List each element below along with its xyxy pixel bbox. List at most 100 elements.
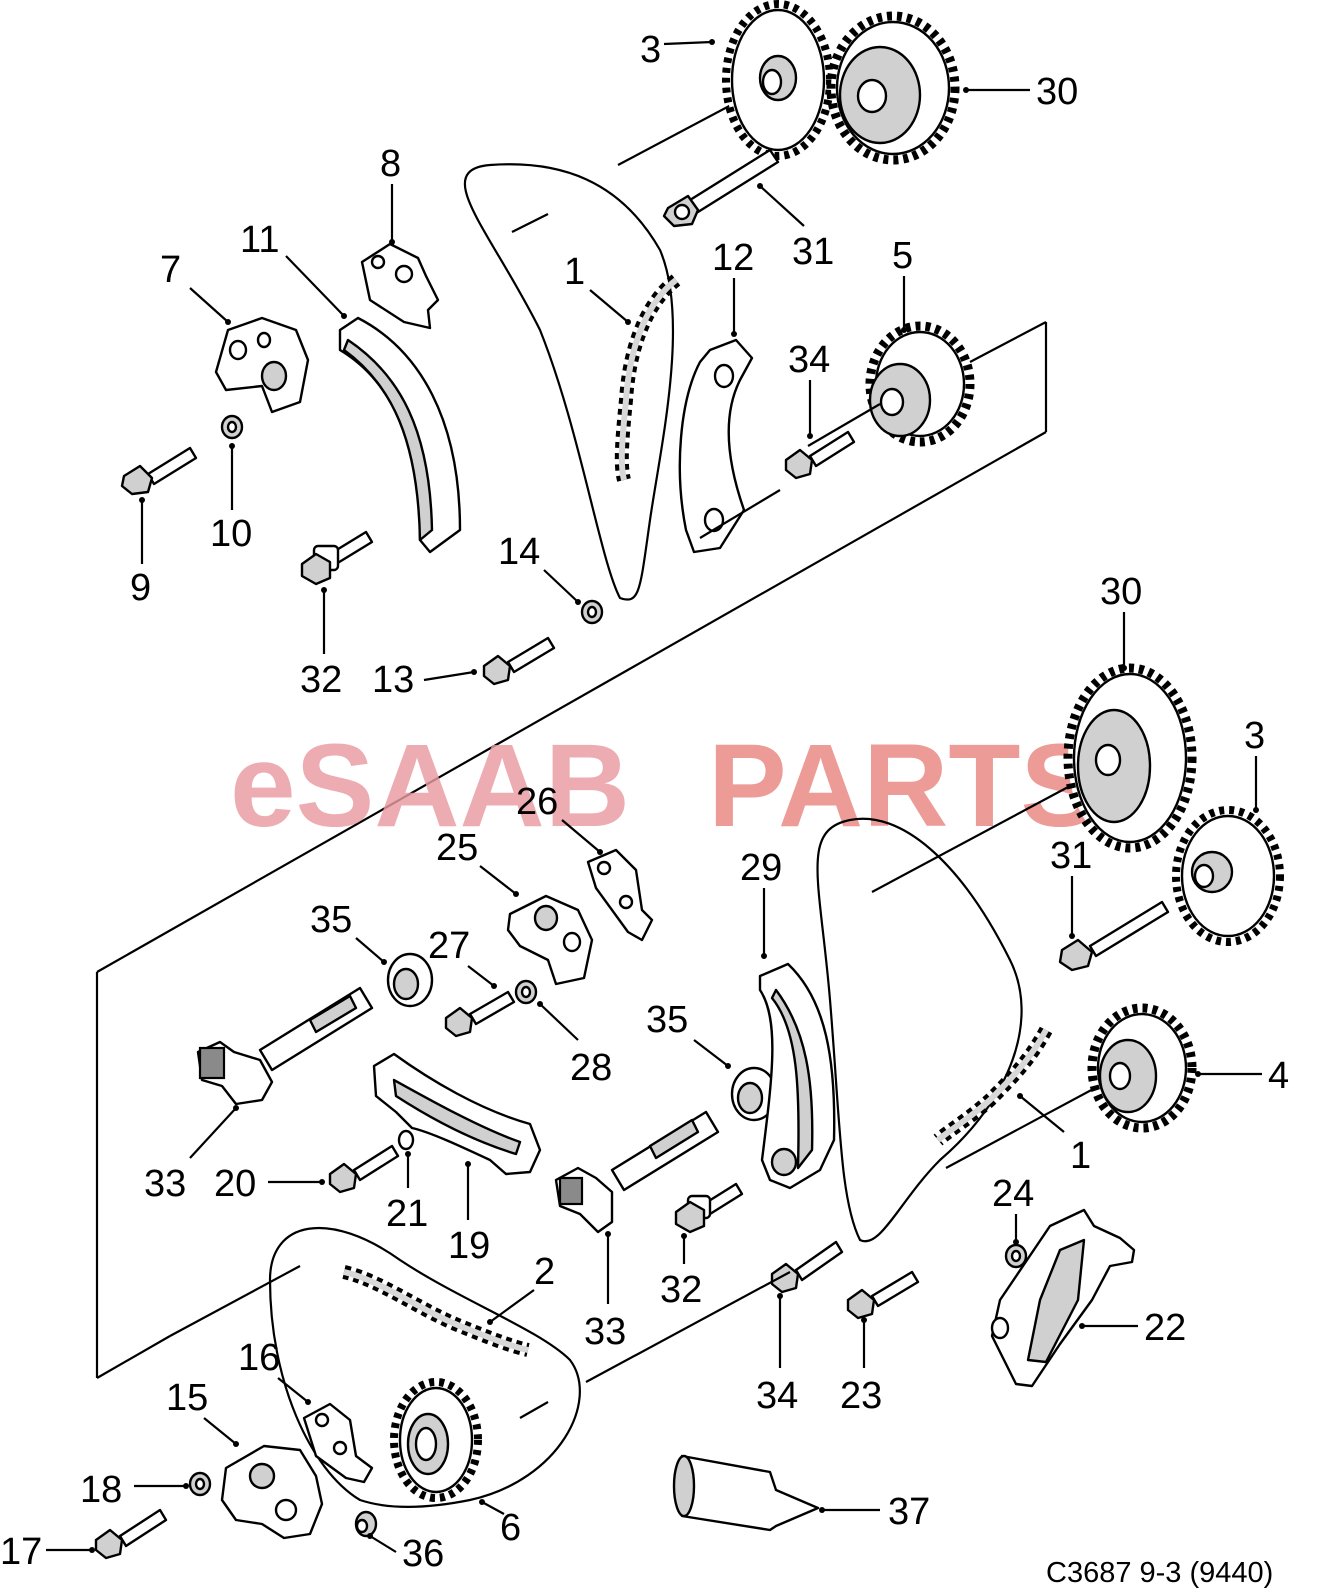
crankshaft-sprocket-6 — [390, 1378, 482, 1502]
intermediate-sprocket-5 — [865, 321, 975, 447]
washer-28 — [514, 979, 538, 1005]
solenoid-valve-33-left — [196, 986, 374, 1106]
callout-27: 27 — [428, 925, 470, 967]
callout-19: 19 — [448, 1225, 490, 1267]
bolt-32-lower — [674, 1182, 744, 1234]
tensioner-7 — [214, 316, 310, 414]
intermediate-sprocket-4 — [1087, 1003, 1197, 1133]
tensioner-25 — [506, 894, 594, 986]
guide-22 — [990, 1208, 1136, 1388]
guide-rail-19 — [372, 1052, 542, 1176]
callout-35-center: 35 — [646, 999, 688, 1041]
callout-23: 23 — [840, 1375, 882, 1417]
nut-24 — [1004, 1243, 1028, 1269]
callout-1-lower: 1 — [1070, 1135, 1091, 1177]
camshaft-sprocket-lower — [1172, 806, 1284, 946]
bolt-17 — [94, 1508, 168, 1560]
callout-26: 26 — [516, 781, 558, 823]
tensioner-15 — [220, 1444, 324, 1540]
callout-16: 16 — [238, 1337, 280, 1379]
lower-chain-route-right — [816, 817, 1023, 1243]
callout-31-upper: 31 — [792, 231, 834, 273]
solenoid-valve-33-center — [554, 1110, 720, 1234]
callout-4: 4 — [1268, 1055, 1289, 1097]
gasket-8 — [360, 242, 440, 330]
callout-7: 7 — [160, 249, 181, 291]
callout-9: 9 — [130, 567, 151, 609]
callout-25: 25 — [436, 827, 478, 869]
callout-28: 28 — [570, 1047, 612, 1089]
callouts-lower: 30 3 26 25 29 31 35 27 28 35 4 1 33 20 2… — [0, 571, 1289, 1575]
callout-36: 36 — [402, 1533, 444, 1575]
callout-13: 13 — [372, 659, 414, 701]
o-ring-21 — [397, 1129, 415, 1151]
callout-32-lower: 32 — [660, 1269, 702, 1311]
gasket-26 — [586, 848, 654, 942]
callout-17: 17 — [0, 1531, 42, 1573]
callout-33-left: 33 — [144, 1163, 186, 1205]
callout-30-lower: 30 — [1100, 571, 1142, 613]
washer-10 — [220, 414, 244, 440]
timing-chain-lower — [933, 1026, 1053, 1146]
callout-31-lower: 31 — [1050, 835, 1092, 877]
bolt-13 — [482, 636, 556, 686]
timing-chain-upper — [614, 274, 681, 482]
upper-assembly — [120, 0, 975, 686]
timing-chain-2 — [342, 1265, 530, 1357]
callout-30-upper: 30 — [1036, 71, 1078, 113]
callout-18: 18 — [80, 1469, 122, 1511]
upper-chain-route — [463, 163, 675, 601]
tensioner-rail-29 — [758, 962, 836, 1190]
camshaft-adjuster-upper — [826, 11, 960, 165]
callout-33-center: 33 — [584, 1311, 626, 1353]
guide-rail-12 — [678, 338, 754, 554]
bolt-20 — [328, 1144, 400, 1194]
callout-20: 20 — [214, 1163, 256, 1205]
callout-3-lower: 3 — [1244, 715, 1265, 757]
callout-29: 29 — [740, 847, 782, 889]
callout-11: 11 — [240, 219, 279, 261]
bolt-34-lower — [770, 1240, 844, 1294]
plug-36 — [354, 1510, 378, 1538]
watermark-esaab: eSAAB — [230, 720, 630, 852]
bolt-9 — [120, 446, 198, 496]
bolt-31-upper — [662, 148, 780, 228]
callouts-upper: 3 30 31 8 11 7 1 12 5 34 9 10 14 32 13 — [130, 29, 1078, 701]
callout-10: 10 — [210, 513, 252, 555]
callout-37: 37 — [888, 1491, 930, 1533]
watermark: eSAAB PARTS — [230, 720, 1099, 852]
gasket-16 — [302, 1402, 374, 1484]
diagram-caption: C3687 9-3 (9440) — [1046, 1557, 1273, 1589]
seal-35-left — [386, 952, 434, 1008]
callout-6: 6 — [500, 1507, 521, 1549]
callout-34-lower: 34 — [756, 1375, 798, 1417]
group-boundary — [95, 321, 1048, 1379]
bolt-31-lower — [1058, 900, 1170, 972]
lower-assembly — [94, 663, 1284, 1560]
callout-3-upper: 3 — [640, 29, 661, 71]
watermark-parts: PARTS — [708, 720, 1099, 852]
bolt-32-upper — [300, 530, 374, 586]
lower-chain-route-left — [268, 1227, 581, 1508]
bolt-34-upper — [784, 430, 856, 480]
callout-22: 22 — [1144, 1307, 1186, 1349]
camshaft-adjuster-lower — [1063, 663, 1197, 853]
callout-5: 5 — [892, 235, 913, 277]
callout-32-upper: 32 — [300, 659, 342, 701]
callout-15: 15 — [166, 1377, 208, 1419]
callout-24: 24 — [992, 1173, 1034, 1215]
bolt-23 — [846, 1270, 920, 1320]
callout-1-upper: 1 — [564, 251, 585, 293]
bolt-27 — [444, 990, 516, 1038]
camshaft-sprocket-upper — [722, 0, 834, 160]
tool-37 — [672, 1454, 820, 1532]
washer-18 — [188, 1471, 212, 1497]
nut-14 — [580, 599, 604, 625]
callout-2: 2 — [534, 1251, 555, 1293]
callout-14: 14 — [498, 531, 540, 573]
tensioner-rail-11 — [338, 316, 462, 554]
callout-35-left: 35 — [310, 899, 352, 941]
callout-21: 21 — [386, 1193, 428, 1235]
